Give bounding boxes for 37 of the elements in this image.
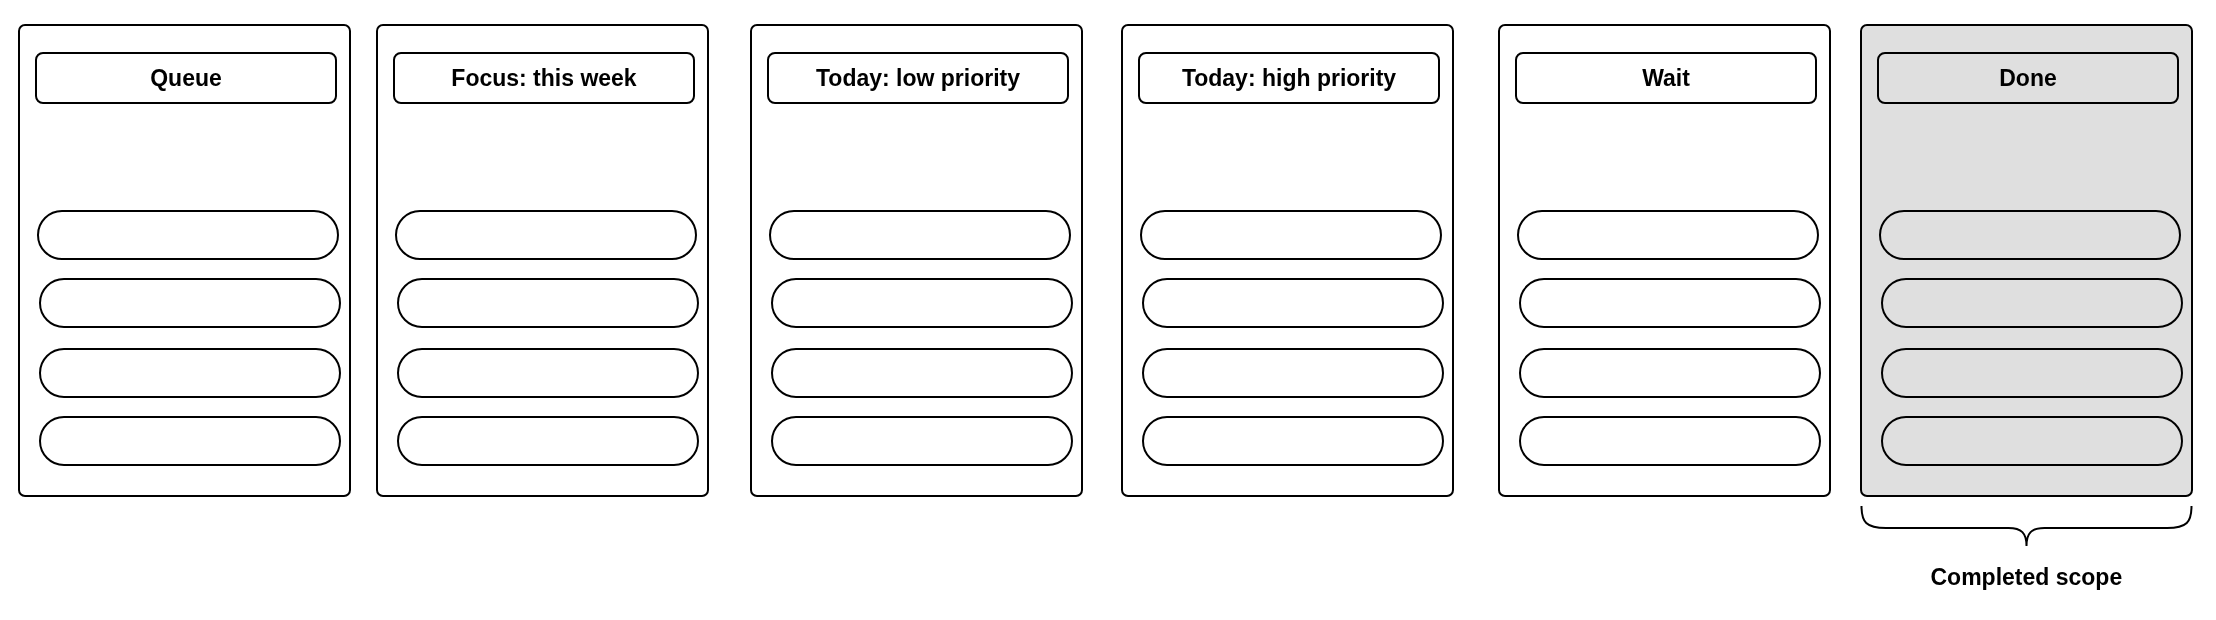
card-slot bbox=[771, 416, 1073, 466]
card-slot bbox=[39, 348, 341, 398]
board-column bbox=[18, 24, 351, 497]
card-slot bbox=[771, 348, 1073, 398]
card-slot bbox=[397, 348, 699, 398]
column-header: Done bbox=[1877, 52, 2179, 104]
board-column bbox=[376, 24, 709, 497]
card-slot bbox=[37, 210, 339, 260]
card-slot bbox=[771, 278, 1073, 328]
card-slot bbox=[397, 278, 699, 328]
card-slot bbox=[1142, 278, 1444, 328]
card-slot bbox=[1517, 210, 1819, 260]
board-column bbox=[1498, 24, 1831, 497]
card-slot bbox=[1519, 348, 1821, 398]
card-slot bbox=[1881, 348, 2183, 398]
card-slot bbox=[397, 416, 699, 466]
column-header: Today: low priority bbox=[767, 52, 1069, 104]
column-header: Wait bbox=[1515, 52, 1817, 104]
board-column bbox=[750, 24, 1083, 497]
column-header: Focus: this week bbox=[393, 52, 695, 104]
card-slot bbox=[395, 210, 697, 260]
card-slot bbox=[39, 416, 341, 466]
card-slot bbox=[1519, 278, 1821, 328]
card-slot bbox=[39, 278, 341, 328]
board-column bbox=[1860, 24, 2193, 497]
bracket-caption: Completed scope bbox=[1930, 564, 2123, 591]
card-slot bbox=[1519, 416, 1821, 466]
card-slot bbox=[1140, 210, 1442, 260]
card-slot bbox=[1879, 210, 2181, 260]
card-slot bbox=[1881, 278, 2183, 328]
column-header: Today: high priority bbox=[1138, 52, 1440, 104]
card-slot bbox=[1142, 348, 1444, 398]
board-column bbox=[1121, 24, 1454, 497]
card-slot bbox=[769, 210, 1071, 260]
column-header: Queue bbox=[35, 52, 337, 104]
card-slot bbox=[1881, 416, 2183, 466]
card-slot bbox=[1142, 416, 1444, 466]
